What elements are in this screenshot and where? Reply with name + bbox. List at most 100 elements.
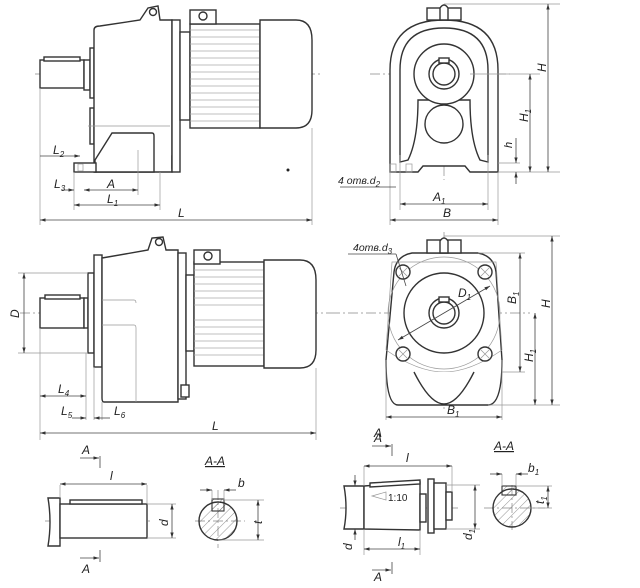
drain-plug [180, 384, 190, 398]
key-cross-section [501, 485, 517, 496]
label-B1-right: B1 [505, 292, 521, 304]
label-h: h [503, 142, 515, 148]
shaft-key [369, 479, 421, 488]
output-shaft [39, 59, 85, 89]
tapered-section-view: A-A b1 t1 [484, 439, 552, 530]
label-L1: L1 [107, 192, 118, 208]
label-b1: b1 [528, 461, 539, 477]
foot-hole [389, 163, 397, 173]
label-B1-bottom: B1 [447, 403, 459, 419]
label-L: L [178, 206, 185, 220]
motor-flange [177, 252, 187, 400]
label-l: l [406, 451, 409, 465]
dot-mark [286, 168, 290, 172]
label-H: H [539, 299, 553, 308]
motor-lifting-eye [203, 251, 213, 261]
foot-base [73, 162, 97, 173]
housing-bottom [413, 371, 475, 405]
lock-washer [427, 478, 435, 534]
thread-end [419, 493, 427, 523]
shaft-key [44, 294, 81, 300]
shaft-key [43, 56, 81, 62]
label-section-A-bottom: A [81, 562, 90, 576]
key-slot [438, 57, 450, 64]
label-D: D [8, 309, 22, 318]
motor-lifting-eye [198, 11, 208, 21]
lifting-eye [154, 237, 164, 247]
bolt-hole [77, 163, 84, 172]
flange-bolt-holes [395, 264, 493, 362]
output-shaft [39, 297, 85, 329]
label-section-A-top: A [373, 431, 382, 445]
motor-body [189, 23, 261, 129]
fan-cover [259, 19, 313, 129]
key-slot [438, 296, 450, 303]
label-H1: H1 [517, 109, 533, 122]
vent-plug [439, 4, 449, 21]
cylindrical-section-view: A-A b t [195, 454, 265, 548]
label-A1: A1 [432, 190, 445, 206]
motor-flange [171, 19, 181, 173]
lifting-eye [148, 7, 158, 17]
cylindrical-shaft-view: A A l d [45, 443, 176, 576]
shaft-key [69, 499, 143, 505]
dim-D1 [397, 285, 491, 341]
key-cross-section [211, 498, 225, 512]
label-H1: H1 [522, 349, 538, 362]
gear-housing [101, 236, 179, 403]
nut-end [445, 491, 453, 521]
housing-foot [94, 132, 155, 173]
label-b: b [238, 476, 245, 490]
tapered-shaft-view: A A l l1 d d1 1:10 [340, 431, 480, 584]
bolt-circle [387, 256, 501, 370]
shaft-end [432, 62, 456, 86]
fan-cover [263, 259, 317, 369]
motor-body [193, 261, 265, 367]
label-L: L [212, 419, 219, 433]
label-L2: L2 [53, 143, 65, 159]
shaft-body [59, 503, 148, 539]
vent-plug [439, 237, 449, 254]
motor-adapter [185, 274, 195, 352]
label-t1: t1 [533, 496, 549, 504]
label-section-A-bottom: A [373, 570, 382, 583]
label-t: t [251, 520, 265, 524]
label-d: d [341, 543, 355, 550]
section-title: A-A [493, 439, 514, 453]
label-L5: L5 [61, 404, 73, 420]
motor-adapter [179, 31, 191, 121]
label-H: H [535, 63, 549, 72]
cooling-fins [194, 269, 264, 356]
label-D1: D1 [458, 286, 471, 302]
label-A: A [106, 177, 115, 191]
input-boss [424, 104, 464, 144]
label-section-A-top: A [81, 443, 90, 457]
cooling-fins [190, 29, 260, 122]
label-d1: d1 [461, 529, 477, 540]
label-holes-d3: 4отв.d3 [353, 242, 393, 256]
label-taper-ratio: 1:10 [388, 493, 408, 504]
tapered-shaft [363, 481, 421, 531]
shaft-break [47, 497, 61, 547]
foot-front-view: H H1 h A1 B 4 отв.d2 [338, 3, 560, 225]
label-L4: L4 [58, 382, 70, 398]
label-L3: L3 [54, 177, 66, 193]
label-view-A: A [373, 426, 382, 440]
label-d: d [157, 519, 171, 526]
label-B: B [443, 206, 451, 220]
shaft-break [343, 485, 365, 530]
label-l1: l1 [398, 535, 405, 551]
flange-front-view: 4отв.d3 D1 B1 H H1 B1 A [330, 232, 560, 440]
flange-spigot [87, 272, 95, 354]
mounting-flange [93, 254, 103, 368]
shaft-collar [83, 59, 91, 91]
foot-side-view: L2 L3 A L1 L [35, 5, 320, 225]
label-holes-d2: 4 отв.d2 [338, 175, 381, 189]
label-l: l [110, 469, 113, 483]
label-L6: L6 [114, 404, 126, 420]
shaft-nut [433, 482, 447, 530]
flange-side-view: D L4 L5 L6 L [8, 236, 330, 440]
taper-symbol [370, 491, 387, 501]
section-title: A-A [204, 454, 225, 468]
